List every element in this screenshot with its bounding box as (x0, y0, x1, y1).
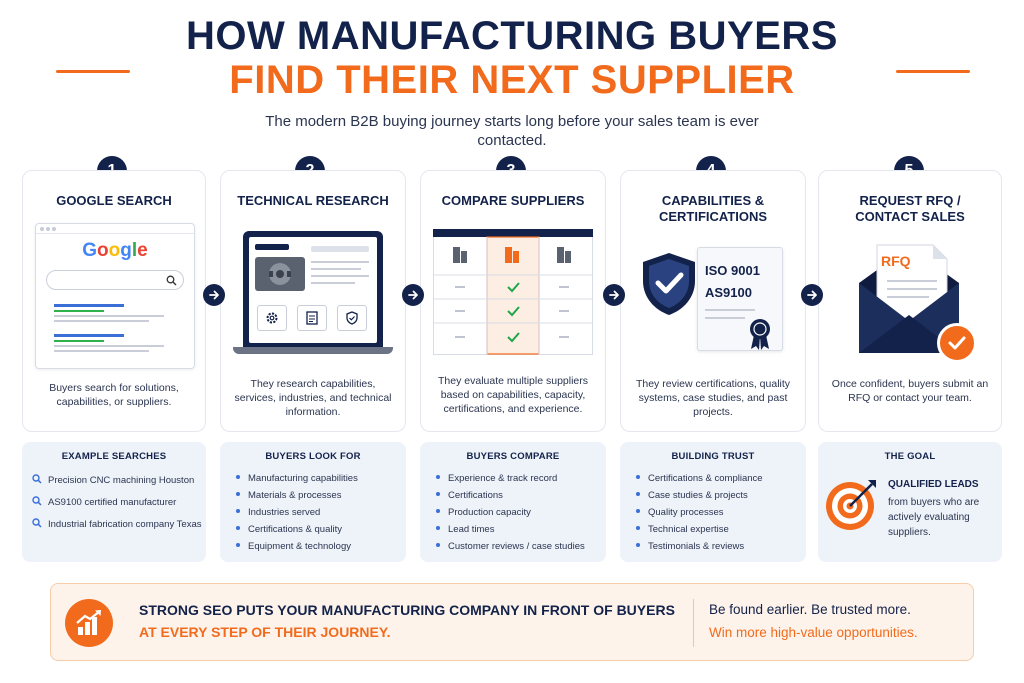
arrow-right-icon (402, 284, 424, 306)
list-item: Certifications & quality (236, 521, 398, 538)
check-badge-icon (937, 323, 977, 363)
step-card-compare-suppliers: COMPARE SUPPLIERS They evaluate multiple… (420, 170, 606, 432)
arrow-right-icon (603, 284, 625, 306)
arrow-right-icon (203, 284, 225, 306)
goal-text: from buyers who are actively evaluating … (888, 497, 980, 538)
banner-line-1: STRONG SEO PUTS YOUR MANUFACTURING COMPA… (139, 602, 675, 618)
growth-chart-icon (65, 599, 113, 647)
cert-line-2: AS9100 (705, 285, 752, 300)
panel-example-searches: EXAMPLE SEARCHES Precision CNC machining… (22, 442, 206, 562)
title-line-2: FIND THEIR NEXT SUPPLIER (229, 58, 795, 102)
panel-title: BUYERS LOOK FOR (265, 451, 361, 462)
banner-right-line-1: Be found earlier. Be trusted more. (709, 602, 911, 617)
goal-heading: QUALIFIED LEADS (888, 479, 979, 490)
gear-icon (257, 305, 287, 331)
card-description: Once confident, buyers submit an RFQ or … (831, 378, 989, 404)
card-title-line-1: CAPABILITIES & (661, 193, 765, 208)
list-item: Certifications & compliance (636, 470, 798, 487)
list-item: Materials & processes (236, 487, 398, 504)
decorative-line-left (56, 70, 130, 73)
seal-ribbon-icon (750, 319, 770, 350)
card-description: Buyers search for solutions, capabilitie… (49, 382, 179, 408)
certificate-icon: ISO 9001 AS9100 (641, 243, 791, 357)
panel-title: EXAMPLE SEARCHES (61, 451, 167, 462)
list-item: Production capacity (436, 504, 598, 521)
list-item: Lead times (436, 521, 598, 538)
target-icon (826, 480, 876, 530)
list-item: Quality processes (636, 504, 798, 521)
banner-right-line-2: Win more high-value opportunities. (709, 625, 918, 640)
shield-icon (337, 305, 367, 331)
search-icon (32, 474, 42, 485)
panel-buyers-compare: BUYERS COMPARE Experience & track record… (420, 442, 606, 562)
shield-check-icon (643, 253, 695, 315)
list-item: Manufacturing capabilities (236, 470, 398, 487)
card-title-line-1: REQUEST RFQ / (859, 193, 961, 208)
list-item: Experience & track record (436, 470, 598, 487)
step-card-google-search: GOOGLE SEARCH Google Buyers search for s… (22, 170, 206, 432)
list-item: Technical expertise (636, 521, 798, 538)
step-card-capabilities-certifications: CAPABILITIES & CERTIFICATIONS ISO 9001 A… (620, 170, 806, 432)
title-line-1: HOW MANUFACTURING BUYERS (186, 14, 838, 58)
laptop-icon (233, 231, 393, 357)
search-icon (32, 518, 42, 529)
list-item: Equipment & technology (236, 538, 398, 555)
list-item: Testimonials & reviews (636, 538, 798, 555)
banner-line-2: AT EVERY STEP OF THEIR JOURNEY. (139, 624, 391, 640)
card-description: They research capabilities, services, in… (234, 378, 392, 418)
rfq-label: RFQ (881, 253, 911, 269)
list-item: Industries served (236, 504, 398, 521)
cert-line-1: ISO 9001 (705, 263, 760, 278)
card-title-line-2: CONTACT SALES (855, 209, 965, 224)
panel-title: BUYERS COMPARE (466, 451, 560, 462)
list-item: Case studies & projects (636, 487, 798, 504)
step-card-request-rfq: REQUEST RFQ / CONTACT SALES RFQ Once con… (818, 170, 1002, 432)
subtitle: The modern B2B buying journey starts lon… (265, 113, 759, 149)
card-title-line-2: CERTIFICATIONS (658, 209, 768, 224)
panel-the-goal: THE GOAL QUALIFIED LEADS from buyers who… (818, 442, 1002, 562)
banner-divider (693, 599, 694, 647)
list-item: Industrial fabrication company Texas (32, 514, 202, 536)
document-icon (297, 305, 327, 331)
google-logo: Google (82, 240, 148, 261)
step-card-technical-research: TECHNICAL RESEARCH They research capab (220, 170, 406, 432)
panel-building-trust: BUILDING TRUST Certifications & complian… (620, 442, 806, 562)
panel-buyers-look-for: BUYERS LOOK FOR Manufacturing capabiliti… (220, 442, 406, 562)
rfq-envelope-icon: RFQ (857, 241, 981, 365)
card-description: They evaluate multiple suppliers based o… (438, 375, 588, 415)
panel-title: BUILDING TRUST (671, 451, 755, 462)
google-search-window-icon: Google (35, 223, 195, 369)
arrow-right-icon (801, 284, 823, 306)
decorative-line-right (896, 70, 970, 73)
list-item: Precision CNC machining Houston (32, 470, 198, 492)
search-icon (166, 275, 177, 286)
comparison-table-icon (433, 229, 593, 355)
list-item: Customer reviews / case studies (436, 538, 598, 555)
search-box (46, 270, 184, 290)
bottom-banner: STRONG SEO PUTS YOUR MANUFACTURING COMPA… (50, 583, 974, 661)
list-item: AS9100 certified manufacturer (32, 492, 198, 514)
card-title: GOOGLE SEARCH (56, 193, 172, 208)
card-description: They review certifications, quality syst… (635, 378, 791, 418)
list-item: Certifications (436, 487, 598, 504)
panel-title: THE GOAL (884, 451, 936, 462)
card-title: TECHNICAL RESEARCH (237, 193, 389, 208)
card-title: COMPARE SUPPLIERS (441, 193, 585, 208)
search-icon (32, 496, 42, 507)
